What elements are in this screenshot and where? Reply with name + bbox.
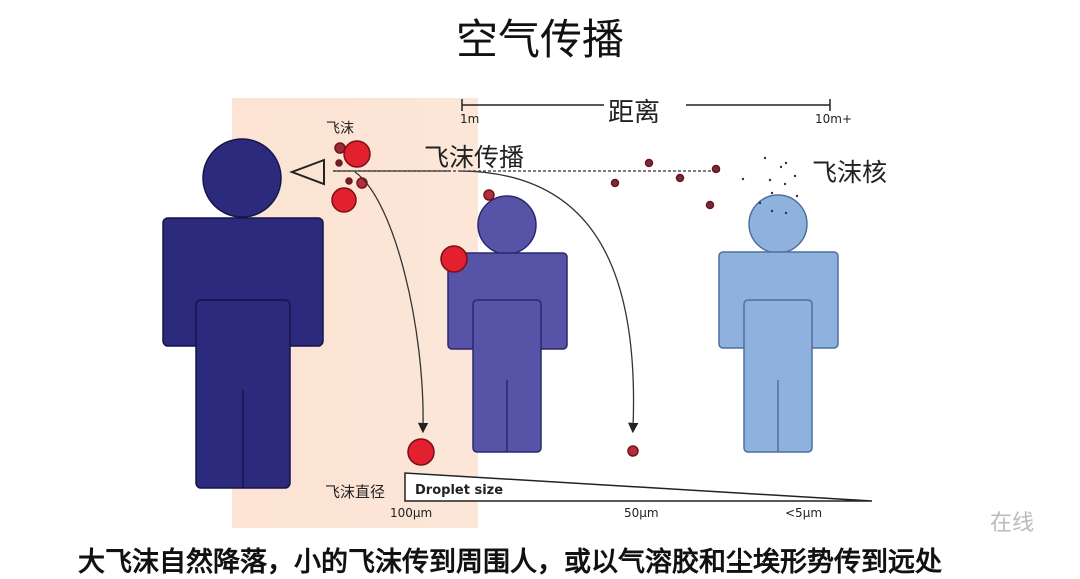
watermark: 在线 bbox=[990, 511, 1035, 536]
droplet-label: 飞沫 bbox=[326, 121, 354, 137]
droplet-size-wedge bbox=[404, 472, 873, 502]
distance-start: 1m bbox=[460, 112, 480, 126]
droplet-nuclei-label: 飞沫核 bbox=[812, 158, 888, 187]
exhale-cone-icon bbox=[289, 158, 325, 186]
page-title: 空气传播 bbox=[455, 15, 624, 64]
droplet-spread-label: 飞沫传播 bbox=[424, 143, 525, 172]
distance-label: 距离 bbox=[608, 98, 661, 128]
droplet-diameter-label: 飞沫直径 bbox=[325, 483, 386, 501]
trajectories bbox=[333, 170, 720, 434]
droplet-nuclei bbox=[741, 156, 799, 215]
droplets bbox=[331, 140, 721, 466]
caption: 大飞沫自然降落，小的飞沫传到周围人，或以气溶胶和尘埃形势传到远处 bbox=[78, 547, 942, 578]
size-tick-100: 100μm bbox=[390, 506, 433, 520]
person-far bbox=[718, 194, 839, 453]
size-tick-50: 50μm bbox=[624, 506, 659, 520]
distance-end: 10m+ bbox=[815, 112, 853, 126]
distance-axis bbox=[461, 99, 831, 111]
size-tick-5: <5μm bbox=[785, 506, 823, 520]
person-source bbox=[162, 138, 324, 489]
person-near bbox=[447, 195, 568, 453]
droplet-size-label: Droplet size bbox=[415, 483, 504, 498]
